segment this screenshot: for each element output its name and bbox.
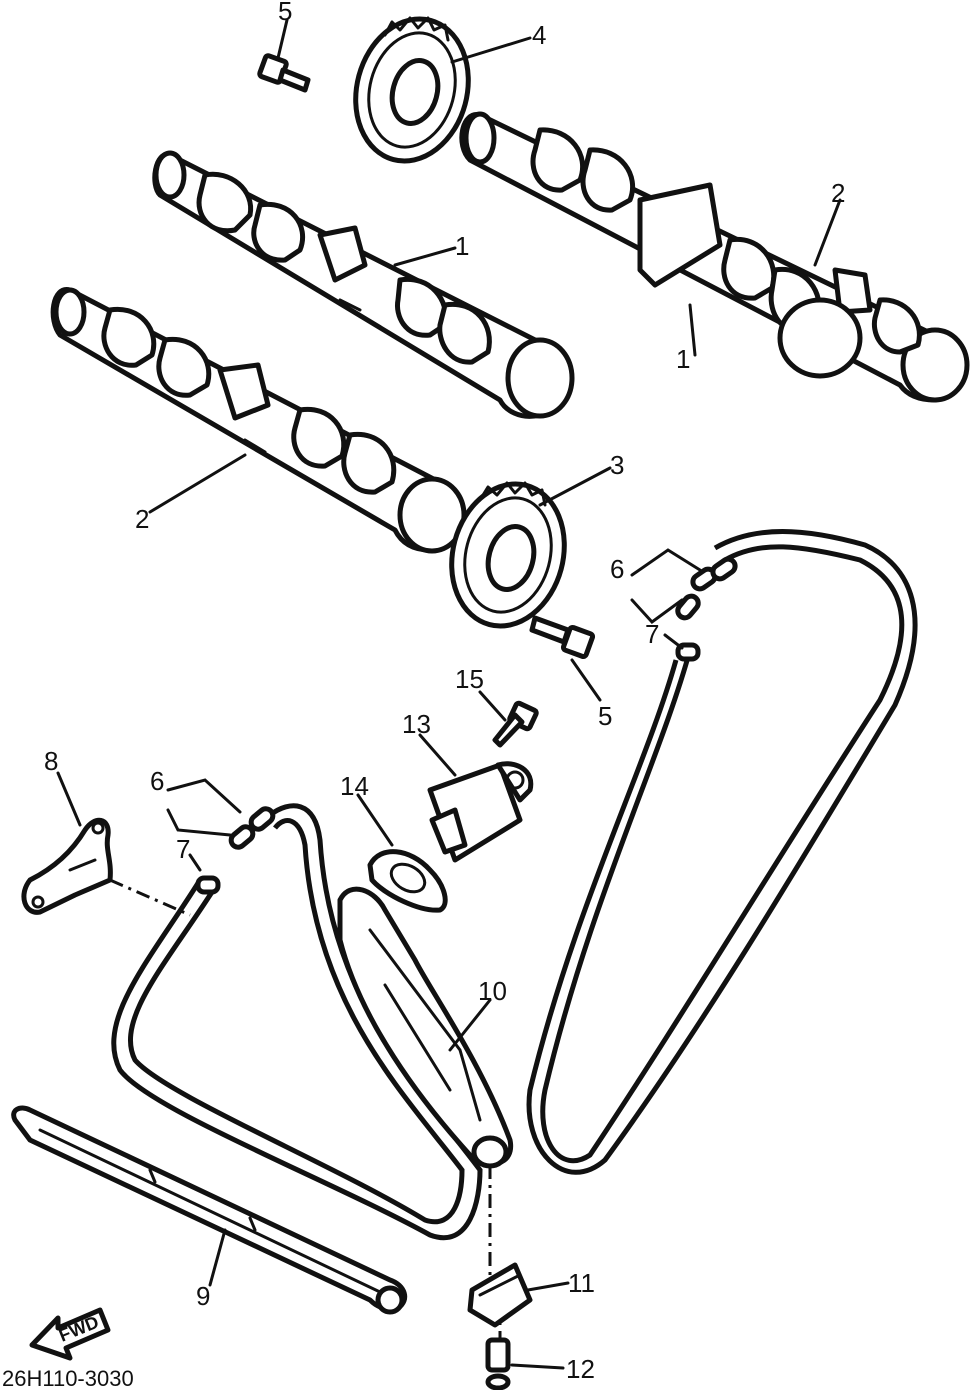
callout-11: 11 <box>568 1268 595 1298</box>
callout-1-right: 1 <box>676 344 690 374</box>
master-link-right <box>675 556 738 662</box>
chain-tensioner <box>427 761 534 863</box>
callout-2-right: 2 <box>831 178 845 208</box>
callout-8: 8 <box>44 746 58 776</box>
callout-2-left: 2 <box>135 504 149 534</box>
callout-9: 9 <box>196 1281 210 1311</box>
leader-lines <box>56 18 842 1370</box>
stopper-bolt <box>485 1337 511 1390</box>
callout-12: 12 <box>566 1354 595 1384</box>
master-link-left <box>195 806 276 895</box>
camshaft-lower-left <box>50 287 467 554</box>
cam-chain-right <box>526 529 918 1175</box>
tensioner-bolt <box>492 700 539 748</box>
sprocket-bolt-lower <box>529 615 596 660</box>
callout-1-left: 1 <box>455 231 469 261</box>
drawing-code: 26H110-3030 <box>2 1366 134 1390</box>
callout-6-left: 6 <box>150 766 164 796</box>
callout-6-right: 6 <box>610 554 624 584</box>
callout-13: 13 <box>402 709 431 739</box>
cam-chain-left <box>111 803 483 1240</box>
callout-10: 10 <box>478 976 507 1006</box>
callout-14: 14 <box>340 771 369 801</box>
tensioner-gasket <box>367 849 448 913</box>
camshaft-upper-left <box>152 150 575 419</box>
callout-7-right: 7 <box>645 619 659 649</box>
forward-direction-arrow: FWD <box>29 1307 111 1361</box>
callout-5-lower: 5 <box>598 701 612 731</box>
camshaft-upper-right <box>459 111 970 403</box>
sprocket-bolt-upper <box>257 53 311 93</box>
callout-labels: 5 4 1 2 1 2 3 6 7 5 15 13 14 8 6 7 10 9 … <box>44 0 845 1384</box>
callout-3: 3 <box>610 450 624 480</box>
chain-guide-lower <box>11 1105 408 1315</box>
chain-tensioner-guide <box>337 886 514 1169</box>
chain-guide-bracket <box>21 818 113 915</box>
guide-stopper <box>467 1262 533 1328</box>
cam-sprocket-lower <box>449 481 567 629</box>
callout-7-left: 7 <box>176 834 190 864</box>
cam-sprocket-upper <box>353 16 471 164</box>
callout-15: 15 <box>455 664 484 694</box>
callout-5-upper: 5 <box>278 0 292 26</box>
callout-4: 4 <box>532 20 546 50</box>
